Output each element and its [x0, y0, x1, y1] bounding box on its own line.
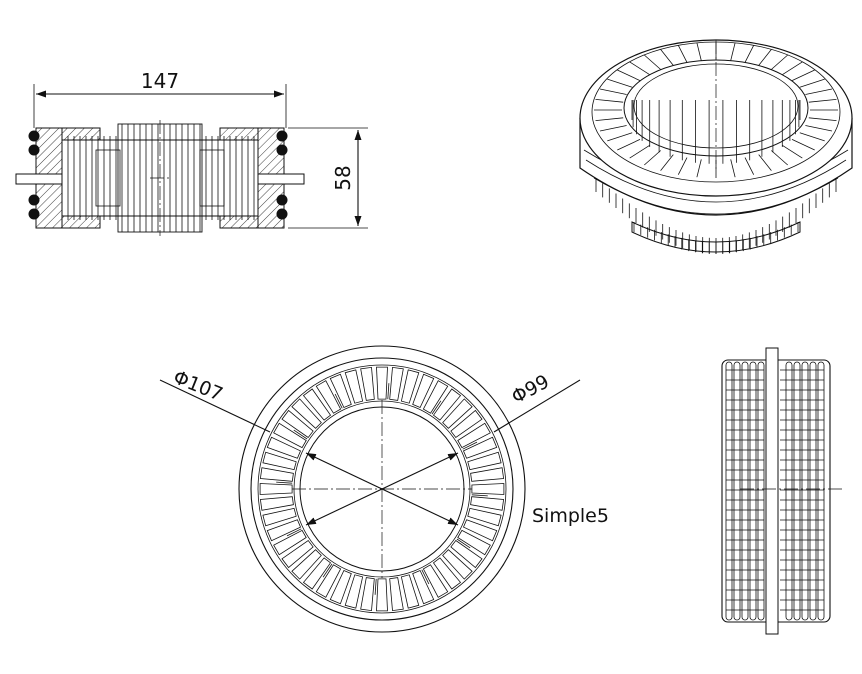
inner-diameter-label: Φ99: [508, 371, 553, 409]
height-dimension-label: 58: [331, 165, 355, 190]
side-view: [721, 347, 842, 635]
o-ring-seals: [28, 130, 288, 220]
plan-view: Φ107 Φ99 Simple5: [159, 345, 609, 633]
width-dimension-label: 147: [141, 69, 179, 93]
outer-diameter-label: Φ107: [170, 366, 226, 406]
front-section-view: 147 58: [15, 69, 368, 236]
outer-diameter-leader: [159, 379, 271, 433]
inner-diameter-leader: [493, 379, 581, 433]
isometric-view: [579, 39, 853, 254]
model-label: Simple5: [532, 505, 609, 527]
